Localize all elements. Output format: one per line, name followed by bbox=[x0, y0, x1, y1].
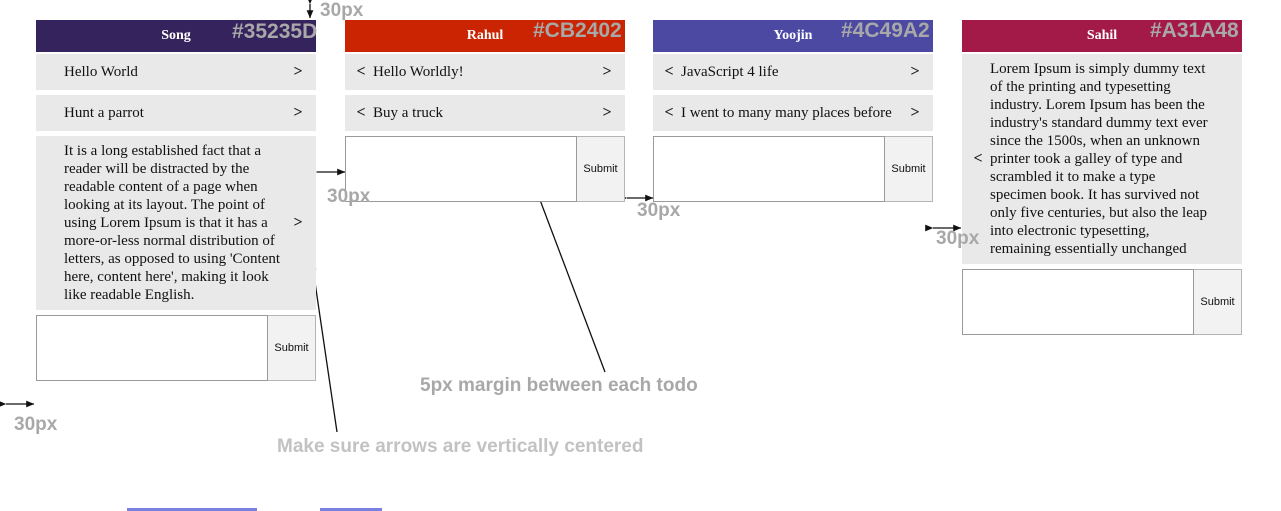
dimension-label-col1-left: 30px bbox=[327, 186, 371, 207]
todo-list-yoojin: < JavaScript 4 life > < I went to many m… bbox=[653, 54, 933, 131]
move-right-icon[interactable]: > bbox=[293, 214, 303, 231]
new-todo-textarea[interactable] bbox=[653, 136, 885, 202]
bottom-cutoff-bar bbox=[127, 508, 257, 511]
submit-button[interactable]: Submit bbox=[577, 136, 625, 202]
todo-item[interactable]: < JavaScript 4 life > bbox=[653, 54, 933, 90]
move-left-icon[interactable]: < bbox=[356, 104, 366, 121]
column-header-rahul: Rahul bbox=[345, 20, 625, 52]
note-arrows-vertically-centered: Make sure arrows are vertically centered bbox=[277, 436, 644, 457]
move-left-icon[interactable]: < bbox=[973, 150, 983, 167]
submit-button[interactable]: Submit bbox=[885, 136, 933, 202]
todo-column-song: Song < Hello World > < Hunt a parrot > <… bbox=[36, 20, 316, 381]
move-right-icon[interactable]: > bbox=[910, 63, 920, 80]
todo-text: It is a long established fact that a rea… bbox=[64, 143, 281, 303]
todo-text: Hunt a parrot bbox=[64, 105, 144, 121]
move-right-icon[interactable]: > bbox=[293, 104, 303, 121]
move-right-icon[interactable]: > bbox=[910, 104, 920, 121]
column-header-sahil: Sahil bbox=[962, 20, 1242, 52]
todo-text: Hello Worldly! bbox=[373, 64, 464, 80]
submit-button[interactable]: Submit bbox=[1194, 269, 1242, 335]
todo-item[interactable]: < Hunt a parrot > bbox=[36, 95, 316, 131]
dimension-label-top-gap: 30px bbox=[320, 0, 364, 21]
move-left-icon[interactable]: < bbox=[664, 104, 674, 121]
new-todo-textarea[interactable] bbox=[962, 269, 1194, 335]
note-margin-between-todos: 5px margin between each todo bbox=[420, 375, 698, 396]
todo-item[interactable]: < Buy a truck > bbox=[345, 95, 625, 131]
column-header-yoojin: Yoojin bbox=[653, 20, 933, 52]
hex-label-yoojin: #4C49A2 bbox=[841, 19, 930, 42]
todo-composer-song: Submit bbox=[36, 315, 316, 381]
todo-text: Buy a truck bbox=[373, 105, 443, 121]
hex-label-sahil: #A31A48 bbox=[1150, 19, 1239, 42]
move-left-icon[interactable]: < bbox=[664, 63, 674, 80]
todo-list-sahil: < Lorem Ipsum is simply dummy text of th… bbox=[962, 54, 1242, 264]
hex-label-rahul: #CB2402 bbox=[533, 19, 622, 42]
new-todo-textarea[interactable] bbox=[36, 315, 268, 381]
move-right-icon[interactable]: > bbox=[602, 104, 612, 121]
dimension-label-col3-left: 30px bbox=[936, 228, 980, 249]
todo-list-rahul: < Hello Worldly! > < Buy a truck > bbox=[345, 54, 625, 131]
todo-list-song: < Hello World > < Hunt a parrot > < It i… bbox=[36, 54, 316, 310]
todo-text: I went to many many places before bbox=[681, 105, 892, 121]
bottom-cutoff-bar bbox=[320, 508, 382, 511]
todo-text: Hello World bbox=[64, 64, 138, 80]
todo-composer-rahul: Submit bbox=[345, 136, 625, 202]
todo-item[interactable]: < Hello World > bbox=[36, 54, 316, 90]
move-right-icon[interactable]: > bbox=[602, 63, 612, 80]
move-right-icon[interactable]: > bbox=[293, 63, 303, 80]
todo-text: Lorem Ipsum is simply dummy text of the … bbox=[990, 61, 1208, 257]
todo-text: JavaScript 4 life bbox=[681, 64, 779, 80]
todo-item[interactable]: < Lorem Ipsum is simply dummy text of th… bbox=[962, 54, 1242, 264]
column-header-song: Song bbox=[36, 20, 316, 52]
todo-item[interactable]: < It is a long established fact that a r… bbox=[36, 136, 316, 310]
submit-button[interactable]: Submit bbox=[268, 315, 316, 381]
todo-composer-yoojin: Submit bbox=[653, 136, 933, 202]
move-left-icon[interactable]: < bbox=[356, 63, 366, 80]
dimension-label-col0-left: 30px bbox=[14, 414, 58, 435]
todo-item[interactable]: < I went to many many places before > bbox=[653, 95, 933, 131]
todo-column-sahil: Sahil < Lorem Ipsum is simply dummy text… bbox=[962, 20, 1242, 335]
todo-column-yoojin: Yoojin < JavaScript 4 life > < I went to… bbox=[653, 20, 933, 202]
new-todo-textarea[interactable] bbox=[345, 136, 577, 202]
todo-composer-sahil: Submit bbox=[962, 269, 1242, 335]
dimension-label-col2-left: 30px bbox=[637, 200, 681, 221]
todo-item[interactable]: < Hello Worldly! > bbox=[345, 54, 625, 90]
hex-label-song: #35235D bbox=[232, 20, 318, 43]
todo-column-rahul: Rahul < Hello Worldly! > < Buy a truck >… bbox=[345, 20, 625, 202]
